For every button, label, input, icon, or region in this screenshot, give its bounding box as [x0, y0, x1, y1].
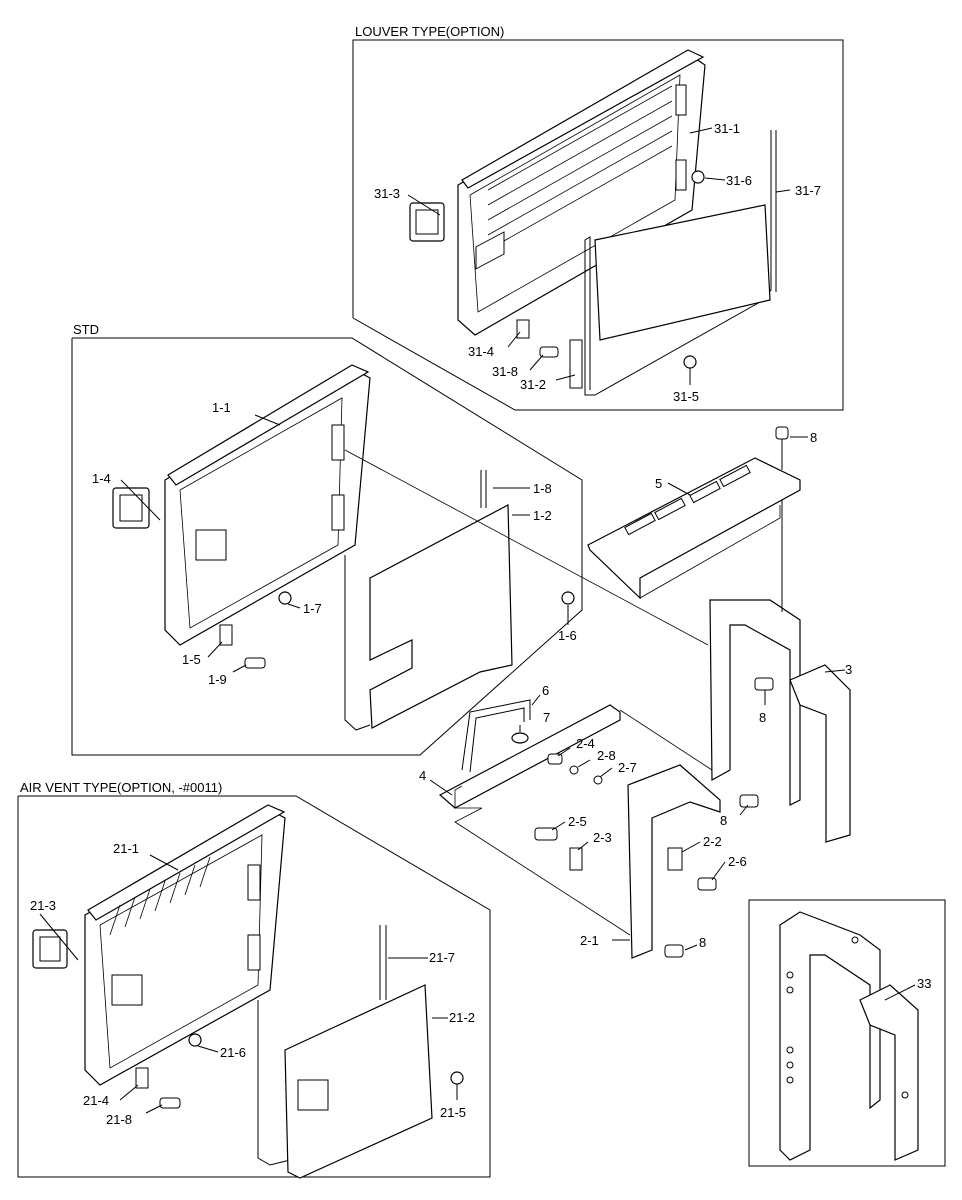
label-31-1: 31-1 [714, 121, 740, 136]
label-21-5: 21-5 [440, 1105, 466, 1120]
std-door-panel [164, 364, 371, 646]
louver-type-section: LOUVER TYPE(OPTION) [352, 24, 844, 411]
std-bolt [244, 657, 266, 669]
label-21-3: 21-3 [30, 898, 56, 913]
label-1-7: 1-7 [303, 601, 322, 616]
louver-bolt [539, 346, 559, 358]
label-31-4: 31-4 [468, 344, 494, 359]
label-21-4: 21-4 [83, 1093, 109, 1108]
clip-2-2 [667, 847, 683, 871]
air-vent-door-panel [84, 804, 286, 1086]
label-31-5: 31-5 [673, 389, 699, 404]
louver-inner-panel [594, 204, 771, 341]
clip-2-3 [569, 847, 583, 871]
bolt-2-5 [534, 827, 558, 841]
label-2-6: 2-6 [728, 854, 747, 869]
bolt-8-low [739, 794, 759, 808]
label-4: 4 [419, 768, 426, 783]
louver-grommet [691, 170, 705, 184]
bolt-8-bottom [664, 944, 684, 958]
label-21-6: 21-6 [220, 1045, 246, 1060]
bracket-2-1 [627, 764, 721, 959]
label-31-2: 31-2 [520, 377, 546, 392]
label-1-8: 1-8 [533, 481, 552, 496]
air-vent-section: AIR VENT TYPE(OPTION, -#0011) [17, 780, 491, 1179]
label-21-8: 21-8 [106, 1112, 132, 1127]
label-1-2: 1-2 [533, 508, 552, 523]
label-33: 33 [917, 976, 931, 991]
label-2-3: 2-3 [593, 830, 612, 845]
grommet-7 [511, 732, 529, 744]
air-vent-plug [450, 1071, 464, 1085]
louver-plug [683, 355, 697, 369]
label-1-1: 1-1 [212, 400, 231, 415]
label-1-9: 1-9 [208, 672, 227, 687]
label-2-1: 2-1 [580, 933, 599, 948]
label-2-5: 2-5 [568, 814, 587, 829]
grip-6 [461, 699, 531, 771]
washer-2-8 [569, 765, 579, 775]
label-2-7: 2-7 [618, 760, 637, 775]
air-vent-grommet [188, 1033, 202, 1047]
bolt-2-6 [697, 877, 717, 891]
label-31-3: 31-3 [374, 186, 400, 201]
washer-2-7 [593, 775, 603, 785]
plate-4 [438, 704, 621, 809]
label-31-7: 31-7 [795, 183, 821, 198]
section-title-louver: LOUVER TYPE(OPTION) [355, 24, 504, 39]
bracket-3-side [789, 664, 851, 843]
std-grommet [278, 591, 292, 605]
frame-parts: 8 5 3 8 8 4 6 7 2-4 2-8 2-7 2-5 2-3 2-2 … [344, 426, 852, 959]
louver-door-panel [457, 49, 706, 336]
std-clip [219, 624, 233, 646]
air-vent-inner-panel [284, 984, 433, 1179]
louver-bracket [569, 339, 583, 389]
label-2-4: 2-4 [576, 736, 595, 751]
std-section: STD 1-1 1-4 [71, 322, 583, 756]
label-2-8: 2-8 [597, 748, 616, 763]
bolt-8-top [775, 426, 789, 440]
std-plug [561, 591, 575, 605]
label-5: 5 [655, 476, 662, 491]
label-21-1: 21-1 [113, 841, 139, 856]
label-1-4: 1-4 [92, 471, 111, 486]
std-section-border [71, 337, 583, 756]
label-8-top: 8 [810, 430, 817, 445]
bolt-8-mid [754, 677, 774, 691]
louver-section-border [352, 39, 844, 411]
label-21-7: 21-7 [429, 950, 455, 965]
section-title-std: STD [73, 322, 99, 337]
label-21-2: 21-2 [449, 1010, 475, 1025]
plate-5 [587, 457, 801, 600]
std-inner-panel [369, 504, 513, 729]
label-8-low: 8 [720, 813, 727, 828]
label-8-mid: 8 [759, 710, 766, 725]
label-7: 7 [543, 710, 550, 725]
label-2-2: 2-2 [703, 834, 722, 849]
label-6: 6 [542, 683, 549, 698]
inset-border [748, 899, 946, 1167]
bracket-3 [709, 599, 801, 806]
air-vent-bolt [159, 1097, 181, 1109]
label-1-6: 1-6 [558, 628, 577, 643]
section-title-air-vent: AIR VENT TYPE(OPTION, -#0011) [20, 780, 222, 795]
label-31-6: 31-6 [726, 173, 752, 188]
label-3: 3 [845, 662, 852, 677]
bracket-33-side [859, 984, 919, 1161]
label-31-8: 31-8 [492, 364, 518, 379]
bracket-33 [779, 911, 881, 1161]
air-vent-section-border [17, 795, 491, 1178]
label-8-bottom: 8 [699, 935, 706, 950]
inset-bracket-33: 33 [748, 899, 946, 1167]
label-1-5: 1-5 [182, 652, 201, 667]
louver-clip [516, 319, 530, 339]
air-vent-clip [135, 1067, 149, 1089]
bolt-2-4 [547, 753, 563, 765]
